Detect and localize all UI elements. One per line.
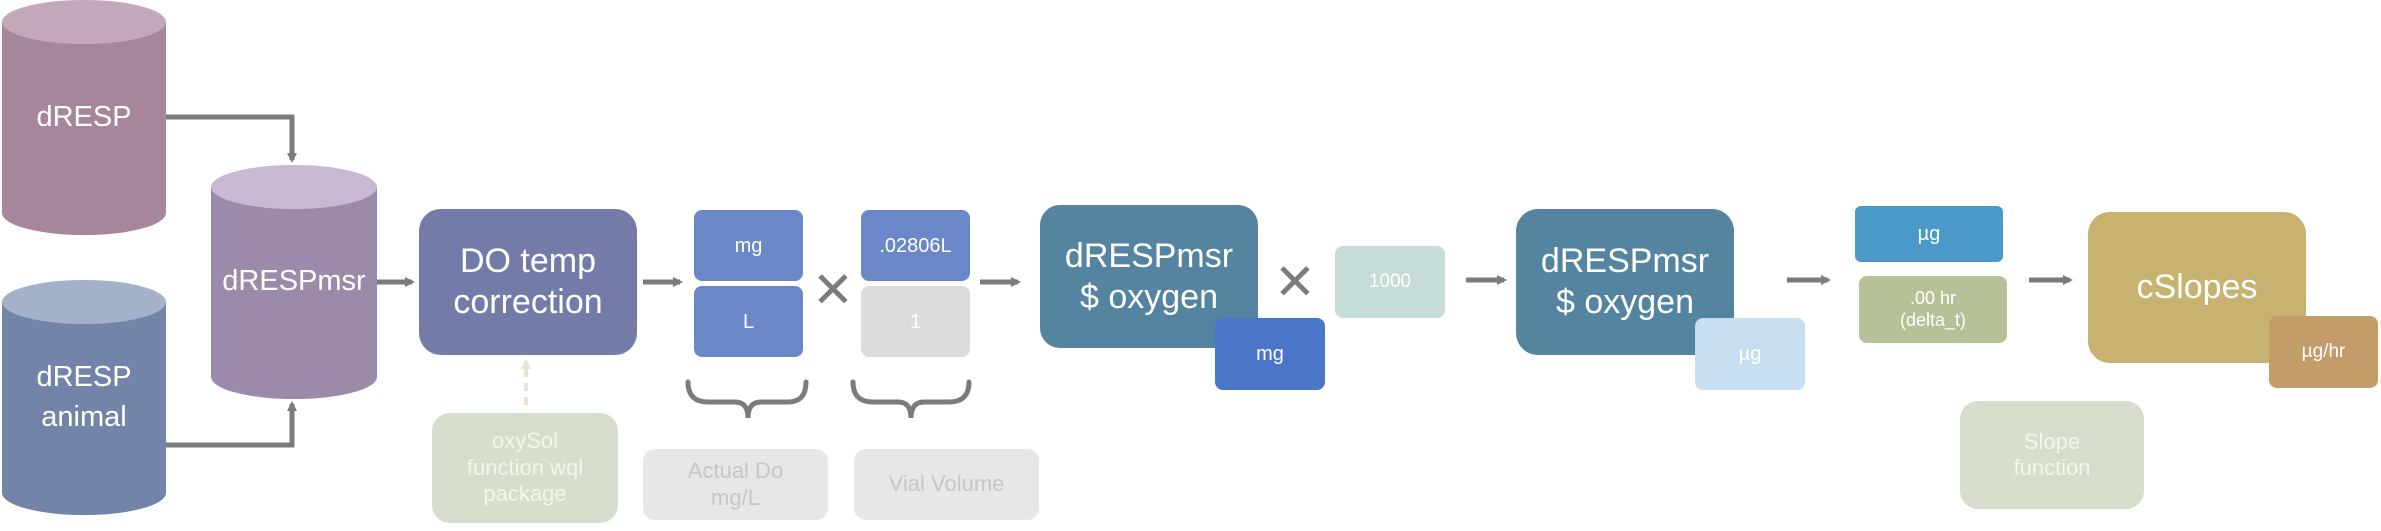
drespmsr-oxygen-label-2: dRESPmsr $ oxygen xyxy=(1540,242,1710,321)
factor-1000-label: 1000 xyxy=(1368,270,1412,292)
vial-volume-label: Vial Volume xyxy=(888,471,1005,497)
slope-function-label: Slope function xyxy=(2013,428,2091,480)
vial-volume-denominator-label: 1 xyxy=(909,310,922,333)
cslopes-box: cSlopes xyxy=(2088,212,2306,363)
multiply-operator-2: ✕ xyxy=(1274,254,1316,310)
drespmsr-label: dRESPmsr xyxy=(222,265,366,298)
unit-mg-box: mg xyxy=(694,210,803,281)
do-temp-correction-label: DO temp correction xyxy=(453,242,603,321)
arrow-animal-to-drespmsr xyxy=(166,401,297,448)
do-temp-correction-box: DO temp correction xyxy=(419,209,637,355)
drespmsr-database: dRESPmsr xyxy=(211,165,377,399)
slope-function-note: Slope function xyxy=(1960,401,2144,509)
vial-volume-denominator-box: 1 xyxy=(861,286,970,357)
brace-vial-volume xyxy=(850,379,972,419)
vial-volume-note: Vial Volume xyxy=(854,449,1039,520)
unit-ug-hr-box: µg/hr xyxy=(2269,316,2378,388)
dresp-database: dRESP xyxy=(2,0,166,235)
actual-do-note: Actual Do mg/L xyxy=(643,449,828,520)
unit-ug-box: µg xyxy=(1855,206,2003,262)
drespmsr-oxygen-label-1: dRESPmsr $ oxygen xyxy=(1064,236,1234,316)
unit-mg-result-label: mg xyxy=(1256,343,1284,365)
unit-ug-hr-label: µg/hr xyxy=(2301,340,2346,362)
unit-ug-result-box: µg xyxy=(1695,318,1805,390)
factor-1000-box: 1000 xyxy=(1335,246,1445,318)
unit-ug-label: µg xyxy=(1917,223,1941,245)
cslopes-label: cSlopes xyxy=(2136,268,2258,307)
vial-volume-value-label: .02806L xyxy=(879,234,952,257)
dresp-animal-label: dRESP animal xyxy=(36,361,132,433)
unit-mg-label: mg xyxy=(734,234,763,257)
delta-t-box: .00 hr (delta_t) xyxy=(1859,276,2007,343)
actual-do-label: Actual Do mg/L xyxy=(687,458,784,510)
arrow-dresp-to-drespmsr xyxy=(166,114,297,163)
unit-ug-result-label: µg xyxy=(1738,343,1762,365)
unit-l-label: L xyxy=(742,310,755,333)
brace-actual-do xyxy=(685,379,809,419)
oxysol-note: oxySol function wql package xyxy=(432,413,618,523)
unit-l-box: L xyxy=(694,286,803,357)
dresp-animal-database: dRESP animal xyxy=(2,280,166,515)
oxysol-label: oxySol function wql package xyxy=(466,428,584,507)
vial-volume-value-box: .02806L xyxy=(861,210,970,281)
multiply-operator-1: ✕ xyxy=(812,262,854,318)
delta-t-label: .00 hr (delta_t) xyxy=(1899,287,1967,330)
unit-mg-result-box: mg xyxy=(1215,318,1325,390)
dresp-label: dRESP xyxy=(36,100,132,133)
